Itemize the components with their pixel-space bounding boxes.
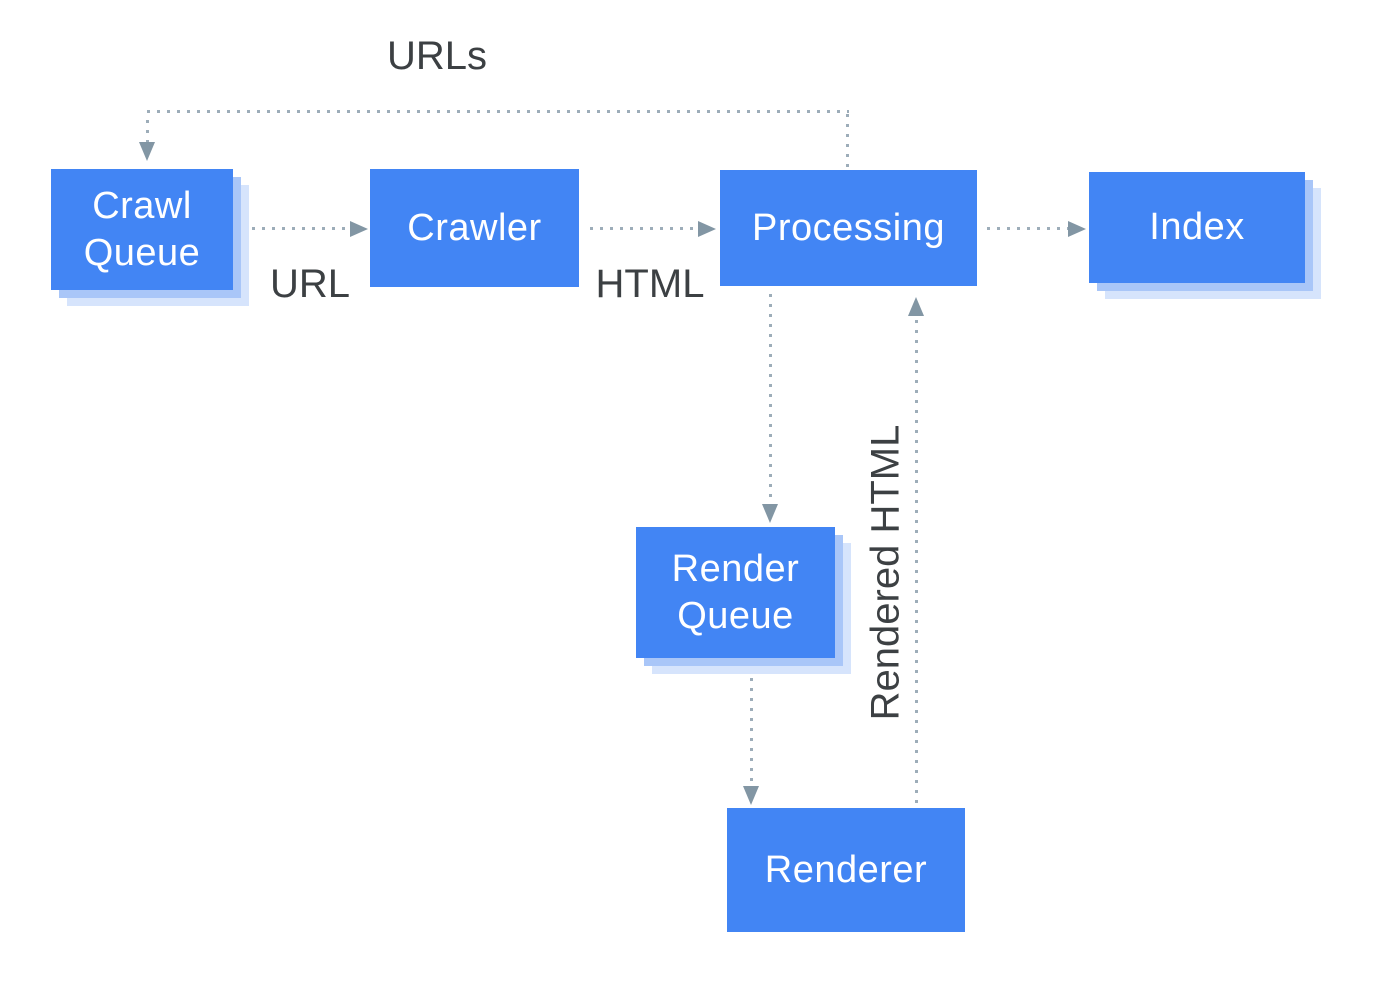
arrowhead-down-icon — [743, 786, 759, 805]
node-label: Crawl Queue — [83, 184, 201, 274]
edge-label-rendered-html: Rendered HTML — [863, 424, 908, 721]
arrowhead-right-icon — [1068, 221, 1086, 237]
arrowhead-right-icon — [698, 221, 716, 237]
connector-urls-loop-horizontal — [147, 110, 849, 113]
arrowhead-down-icon — [762, 504, 778, 523]
edge-label-url: URL — [269, 262, 351, 306]
connector-processing-to-render-queue — [769, 294, 772, 505]
node-label: Index — [1149, 206, 1245, 248]
edge-label-urls: URLs — [386, 34, 488, 78]
node-label: Processing — [752, 206, 945, 249]
node-label: Renderer — [764, 848, 928, 891]
connector-processing-top-vertical — [846, 114, 849, 170]
arrowhead-up-icon — [908, 297, 924, 316]
node-label: Crawler — [407, 206, 542, 249]
arrowhead-right-icon — [350, 221, 368, 237]
connector-renderer-to-processing — [915, 320, 918, 806]
connector-render-queue-to-renderer — [750, 668, 753, 787]
node-crawl-queue: Crawl Queue — [51, 169, 233, 290]
node-processing: Processing — [720, 170, 977, 286]
arrowhead-down-icon — [139, 142, 155, 161]
connector-crawl-queue-to-crawler — [252, 227, 350, 230]
edge-label-html: HTML — [595, 262, 705, 306]
node-label: Render Queue — [671, 547, 800, 637]
connector-crawl-queue-drop-vertical — [146, 120, 149, 142]
connector-crawler-to-processing — [590, 227, 698, 230]
node-index: Index — [1089, 172, 1305, 283]
node-render-queue: Render Queue — [636, 527, 835, 658]
node-renderer: Renderer — [727, 808, 965, 932]
connector-processing-to-index — [987, 227, 1068, 230]
node-crawler: Crawler — [370, 169, 579, 287]
